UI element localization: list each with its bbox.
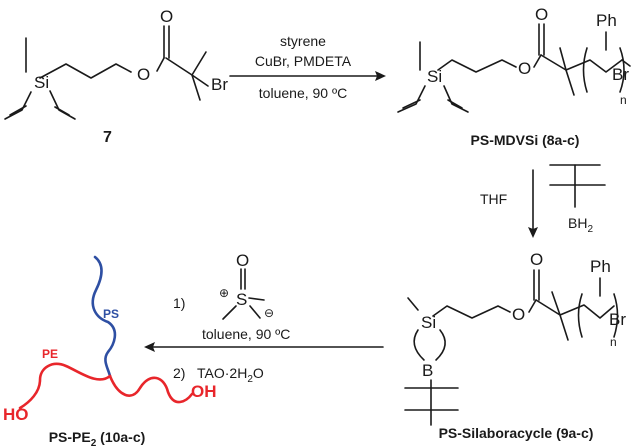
ps-chain [91, 255, 117, 378]
ylide-minus: ⊖ [264, 306, 274, 320]
step-1-conditions: toluene, 90 ºC [202, 326, 290, 342]
compound-9-label: PS-Silaboracycle (9a-c) [439, 425, 594, 441]
carbonyl-o-atom-8: O [535, 5, 548, 24]
phenyl-group-8: Ph [596, 11, 617, 30]
br-atom-7: Br [211, 75, 228, 94]
compound-7-label: 7 [103, 129, 112, 146]
reagent-solvent-temp: toluene, 90 ºC [259, 85, 347, 101]
compound-9-structure: Si B O O Ph n Br [404, 250, 626, 426]
si-atom-7: Si [34, 73, 49, 92]
carbonyl-o-atom-9: O [530, 250, 543, 269]
ylide-oxygen: O [236, 251, 249, 270]
ester-o-atom-8: O [518, 59, 531, 78]
compound-8-label: PS-MDVSi (8a-c) [471, 132, 580, 148]
pe-chain-left [18, 362, 112, 410]
compound-8-structure: Si O O Ph n Br [397, 5, 631, 113]
reagent-catalyst: CuBr, PMDETA [255, 53, 352, 69]
boron-atom-9: B [422, 361, 433, 380]
arrow-2 [528, 169, 538, 238]
carbonyl-o-atom-7: O [160, 7, 173, 26]
ester-o-atom-9: O [512, 305, 525, 324]
ester-o-atom-7: O [137, 65, 150, 84]
step-2-conditions: TAO·2H2O [197, 365, 264, 385]
ylide-plus: ⊕ [219, 286, 229, 300]
compound-7-structure: Si O O Br [4, 7, 228, 120]
oh-right: OH [191, 382, 217, 401]
arrow-1 [229, 71, 386, 81]
thexylborane-structure [549, 164, 606, 208]
repeat-n-9: n [610, 335, 617, 349]
repeat-n-8: n [620, 93, 627, 107]
ps-pe2-cartoon [18, 255, 194, 410]
ylide-sulfur: S [236, 290, 247, 309]
arrow-3 [144, 342, 384, 352]
br-atom-9: Br [609, 310, 626, 329]
compound-10-label: PS-PE2 (10a-c) [49, 429, 146, 447]
ps-label: PS [103, 307, 119, 321]
pe-label: PE [42, 347, 58, 361]
si-atom-9: Si [421, 313, 436, 332]
step-2-label: 2) [173, 365, 185, 381]
pe-chain-right [108, 374, 194, 404]
reagent-styrene: styrene [280, 33, 326, 49]
oh-left: HO [3, 405, 29, 424]
step-1-label: 1) [173, 295, 185, 311]
br-atom-8: Br [612, 65, 629, 84]
solvent-thf: THF [480, 191, 507, 207]
si-atom-8: Si [427, 67, 442, 86]
borane-bh2: BH2 [568, 215, 593, 235]
sulfoxonium-ylide-structure: O S ⊕ ⊖ [219, 251, 274, 320]
phenyl-group-9: Ph [590, 257, 611, 276]
